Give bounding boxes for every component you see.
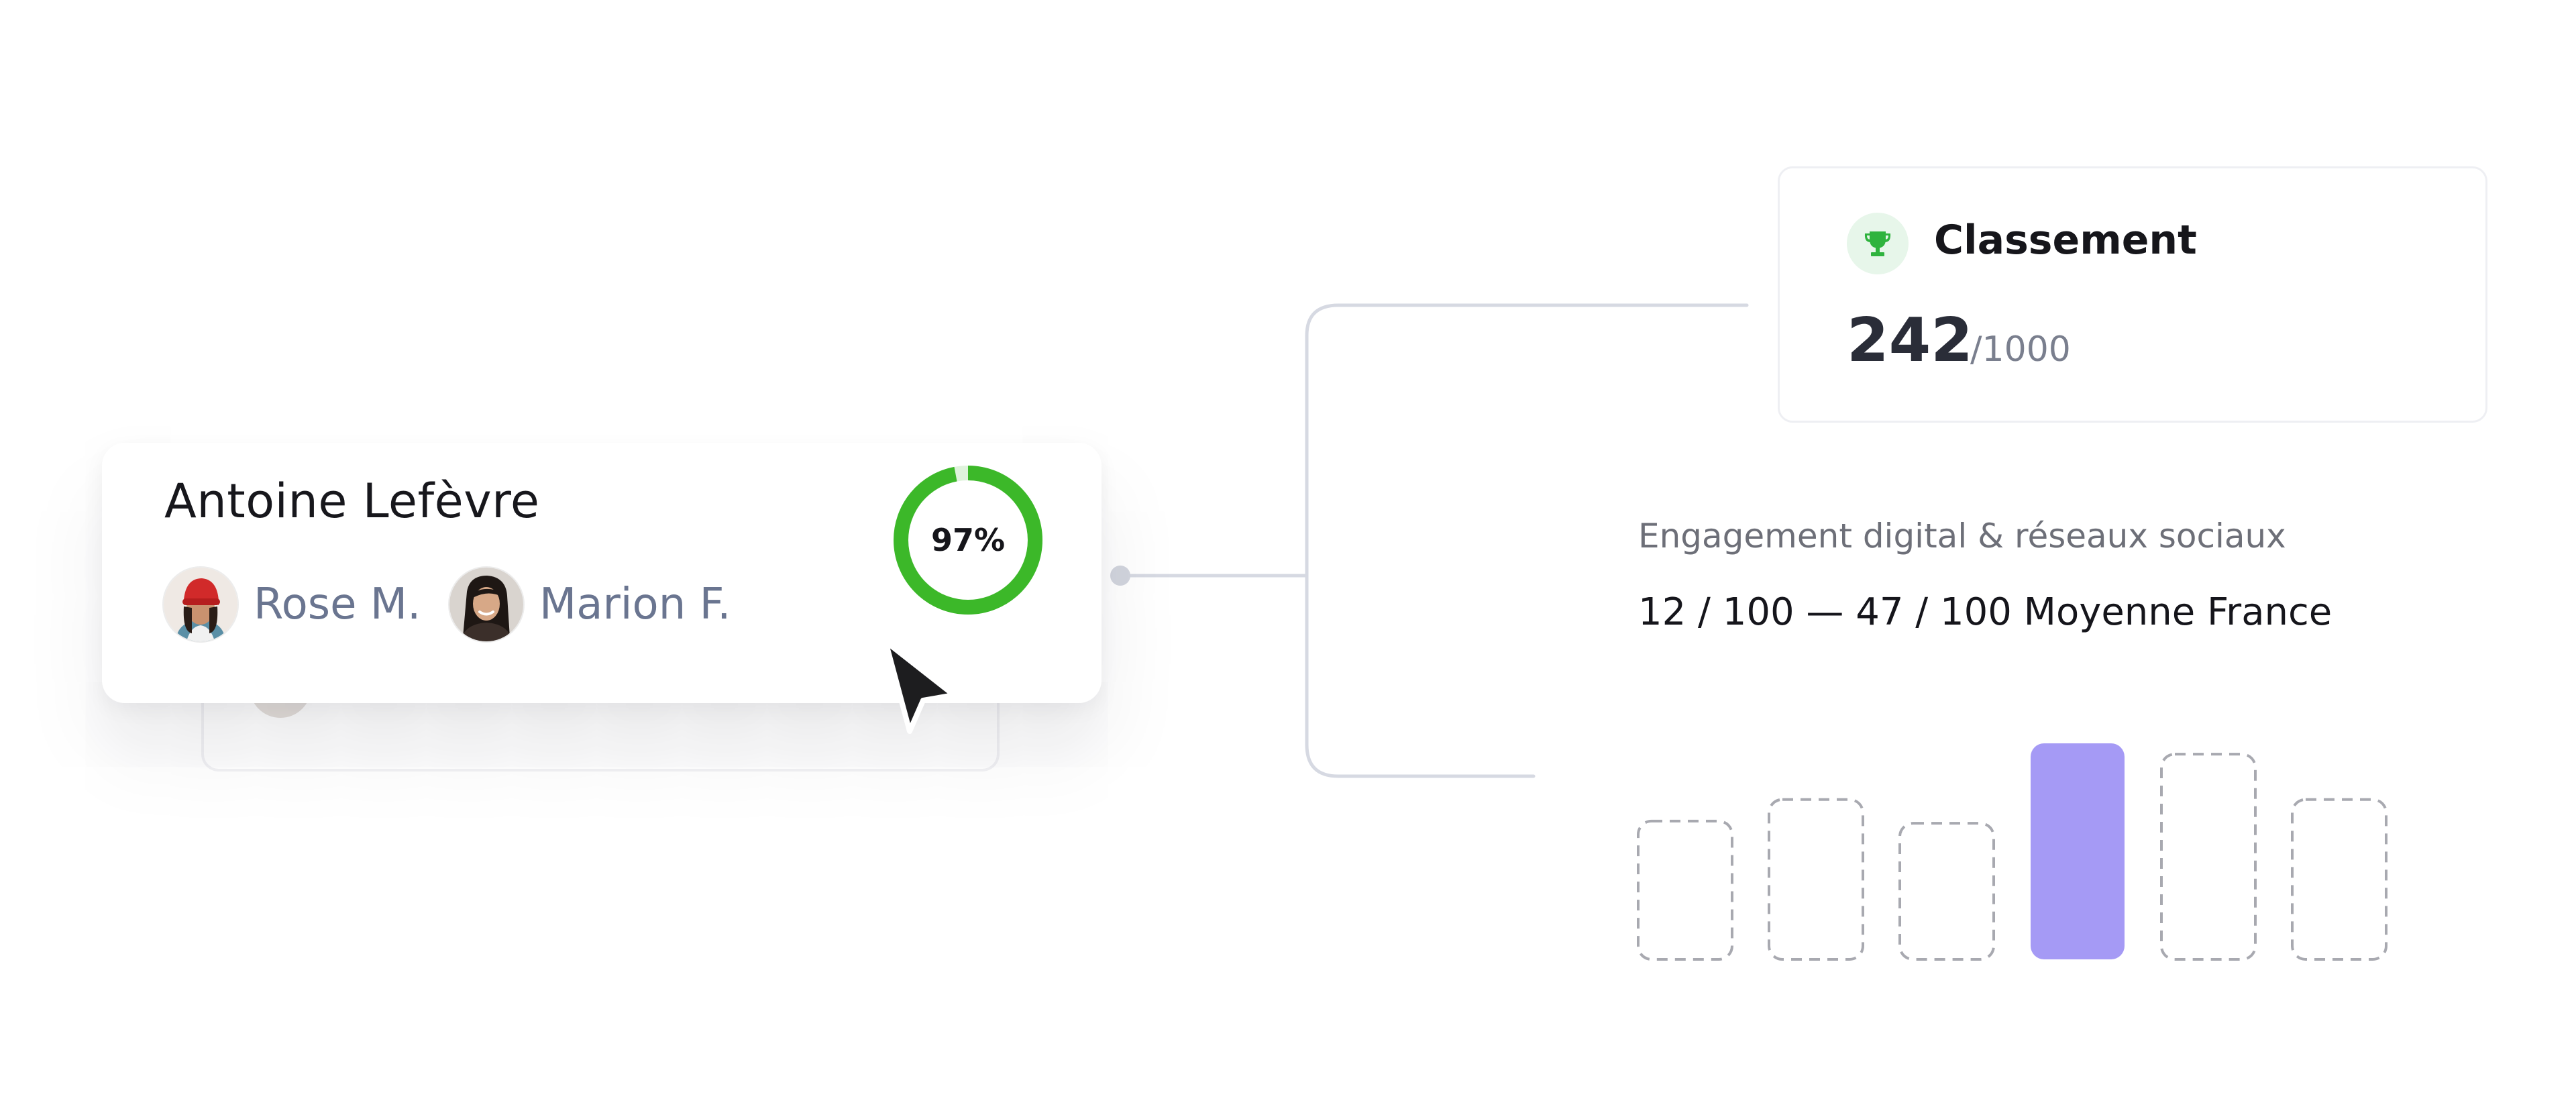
engagement-bar-2 (1768, 798, 1864, 961)
trophy-badge (1847, 213, 1909, 274)
profile-card[interactable]: Antoine Lefèvre Rose M. (102, 443, 1102, 703)
engagement-title: Engagement digital & réseaux sociaux (1638, 517, 2286, 555)
score-progress-ring (894, 466, 1042, 615)
assignee-name: Rose M. (254, 580, 421, 629)
engagement-bar-1 (1637, 819, 1733, 961)
connector-node (1110, 566, 1130, 586)
engagement-bar-4 (2031, 743, 2125, 959)
assignee-name: Marion F. (539, 580, 731, 629)
assignee-chip-rose[interactable]: Rose M. (164, 568, 421, 641)
person-dark-hair-avatar (449, 568, 523, 641)
trophy-icon (1864, 231, 1891, 256)
ranking-total: /1000 (1970, 329, 2071, 370)
ranking-value: 242 (1847, 305, 1973, 376)
connector-branch-lines (1118, 303, 1749, 778)
ranking-title: Classement (1934, 217, 2197, 264)
engagement-bar-6 (2291, 798, 2387, 961)
assignee-chip-marion[interactable]: Marion F. (449, 568, 731, 641)
score-percent-label: 97% (930, 522, 1006, 558)
engagement-bar-3 (1898, 822, 1995, 961)
person-red-beanie-avatar (164, 568, 237, 641)
engagement-score: 12 / 100 — 47 / 100 Moyenne France (1638, 590, 2332, 634)
mouse-cursor-icon (883, 639, 957, 734)
stacked-card-behind (201, 671, 1000, 772)
profile-name: Antoine Lefèvre (164, 474, 540, 529)
engagement-bar-5 (2160, 753, 2257, 961)
ranking-card[interactable]: Classement 242 /1000 (1778, 166, 2487, 423)
score-progress-fill (894, 466, 1042, 615)
